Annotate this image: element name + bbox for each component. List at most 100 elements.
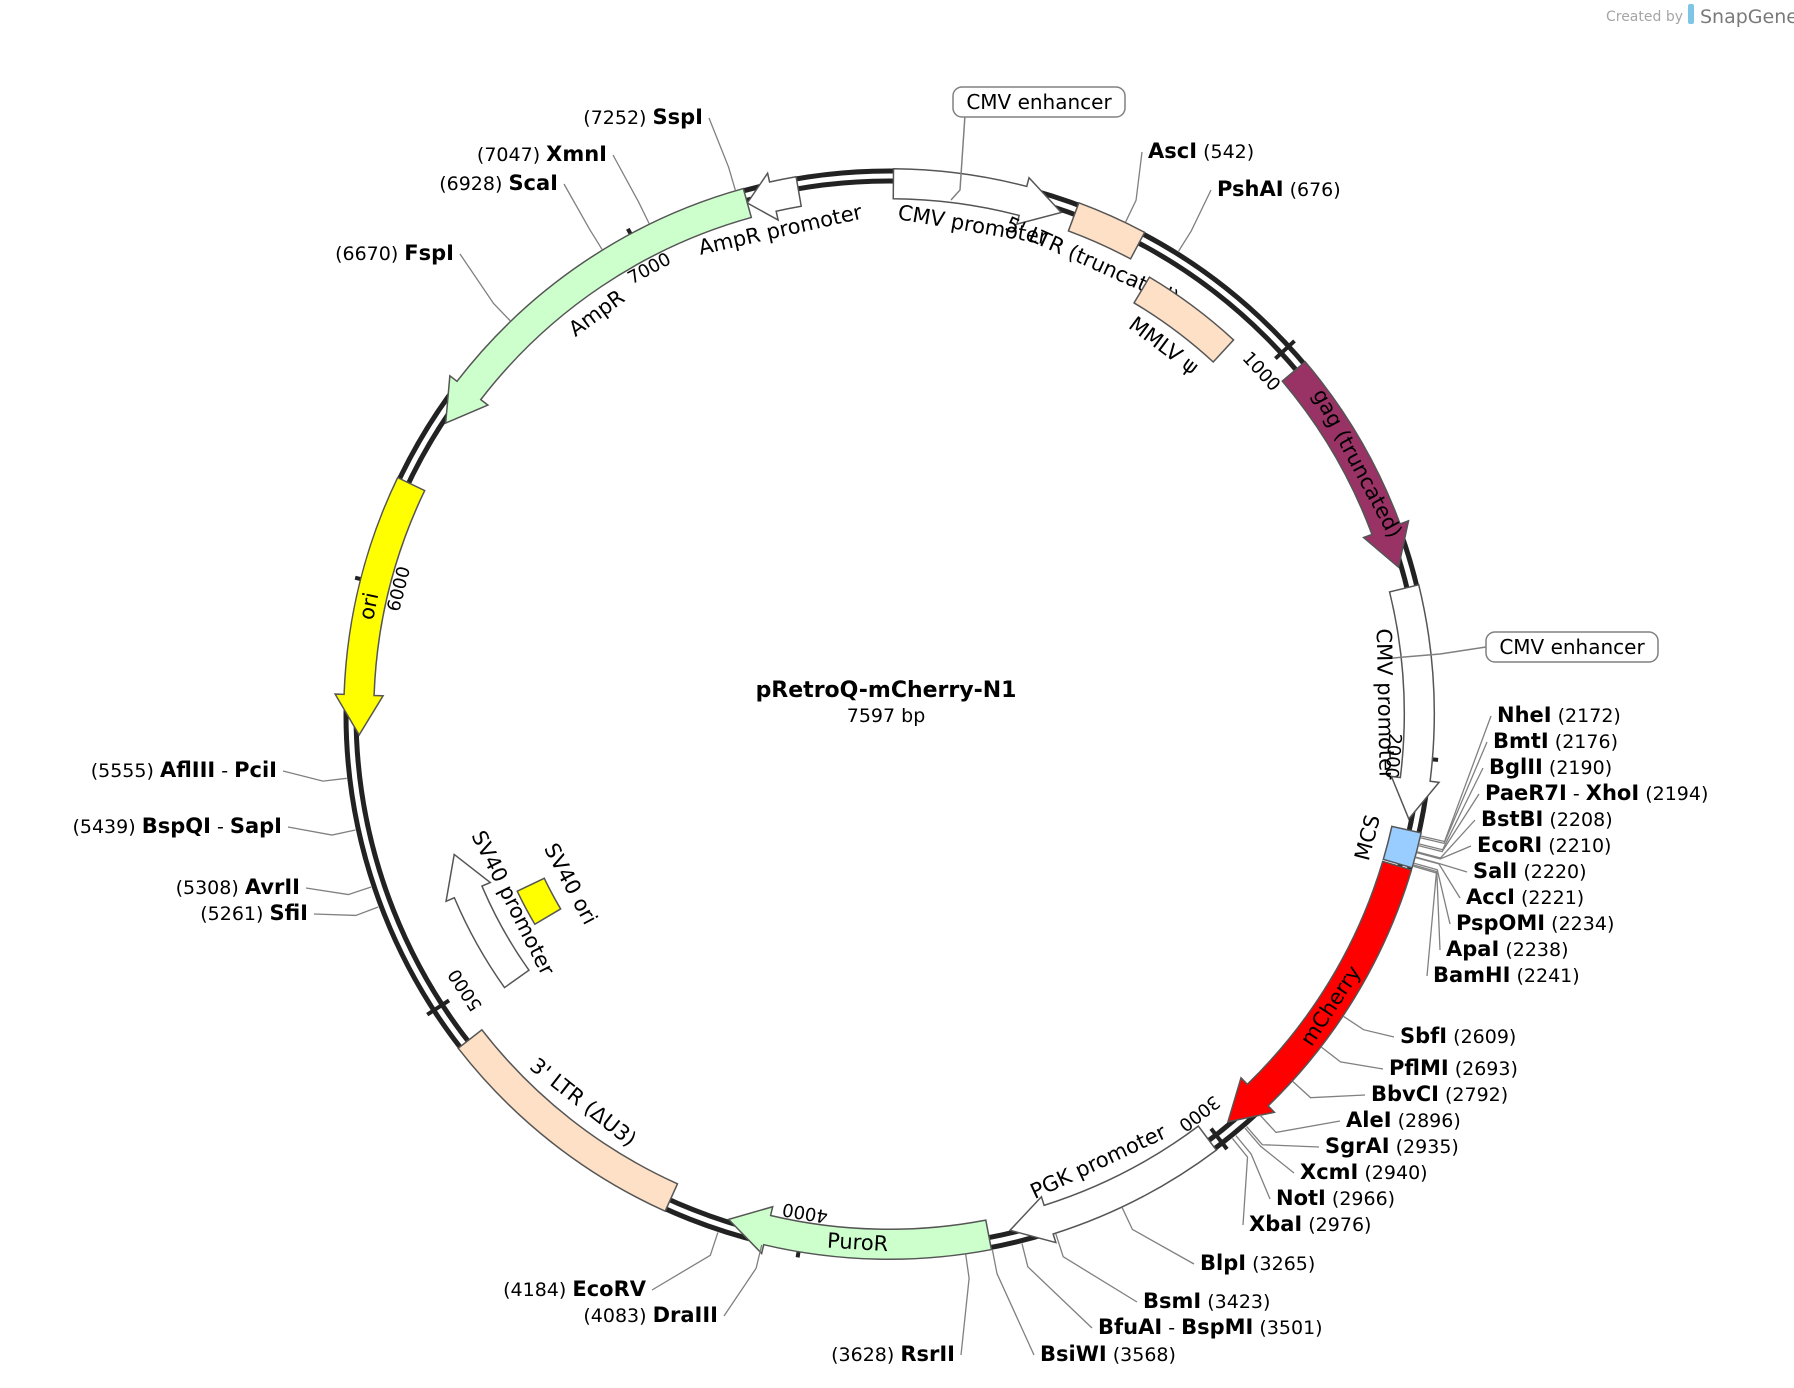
site-position: (7047) bbox=[477, 144, 540, 166]
feature-ltr3[interactable]: 3' LTR (ΔU3) bbox=[457, 1028, 679, 1213]
site-enzyme-name: BsiWI bbox=[1040, 1342, 1107, 1366]
site-enzyme-name: AflIII bbox=[160, 758, 215, 782]
site-nhei[interactable]: NheI (2172) bbox=[1421, 703, 1621, 843]
site-bglii[interactable]: BglII (2190) bbox=[1419, 755, 1612, 851]
site-enzyme-name: BlpI bbox=[1200, 1251, 1246, 1275]
feature-ori[interactable]: ori bbox=[333, 476, 426, 737]
site-leader-line bbox=[1413, 865, 1438, 977]
site-enzyme-name: XmnI bbox=[546, 142, 607, 166]
site-blpi[interactable]: BlpI (3265) bbox=[1121, 1207, 1315, 1275]
site-leader-line bbox=[1178, 189, 1212, 252]
site-enzyme-name: AccI bbox=[1466, 885, 1515, 909]
site-enzyme-name: BbvCI bbox=[1371, 1082, 1439, 1106]
site-fspi[interactable]: (6670) FspI bbox=[335, 241, 511, 322]
site-sali[interactable]: SalI (2220) bbox=[1415, 856, 1587, 883]
site-enzyme-name: ScaI bbox=[508, 171, 558, 195]
site-sfii[interactable]: (5261) SfiI bbox=[200, 901, 379, 925]
site-position: (3628) bbox=[831, 1344, 894, 1366]
site-scai[interactable]: (6928) ScaI bbox=[439, 171, 603, 250]
site-leader-line bbox=[1021, 1243, 1093, 1329]
feature-gag[interactable]: gag (truncated) bbox=[1281, 360, 1410, 569]
feature-shape bbox=[333, 476, 426, 737]
site-label: BlpI (3265) bbox=[1200, 1251, 1315, 1275]
site-label: BamHI (2241) bbox=[1433, 963, 1580, 987]
site-position: (2896) bbox=[1398, 1110, 1461, 1132]
site-label: SalI (2220) bbox=[1473, 859, 1587, 883]
feature-ampr[interactable]: AmpR bbox=[444, 187, 753, 425]
site-enzyme-name: SbfI bbox=[1400, 1024, 1447, 1048]
site-leader-line bbox=[612, 154, 650, 224]
site-enzyme-name: BamHI bbox=[1433, 963, 1510, 987]
site-label: (4083) DraIII bbox=[583, 1303, 718, 1327]
site-xbai[interactable]: XbaI (2976) bbox=[1231, 1138, 1371, 1236]
feature-label: CMV promoter bbox=[1372, 628, 1399, 780]
site-label: AleI (2896) bbox=[1346, 1108, 1461, 1132]
site-noti[interactable]: NotI (2966) bbox=[1235, 1135, 1395, 1210]
site-enzyme-name: AvrII bbox=[245, 875, 300, 899]
callout-cmv-enhancer-2[interactable]: CMV enhancer bbox=[1392, 631, 1659, 663]
site-bamhi[interactable]: BamHI (2241) bbox=[1413, 865, 1580, 987]
site-bbvci[interactable]: BbvCI (2792) bbox=[1292, 1081, 1508, 1106]
site-xcmi[interactable]: XcmI (2940) bbox=[1244, 1127, 1428, 1184]
site-paer7i[interactable]: PaeR7I - XhoI (2194) bbox=[1418, 781, 1709, 853]
site-enzyme-name: PaeR7I bbox=[1485, 781, 1567, 805]
feature-mcs[interactable]: MCS bbox=[1350, 812, 1423, 869]
feature-shape bbox=[727, 1205, 993, 1260]
site-position: (2976) bbox=[1308, 1214, 1371, 1236]
feature-shape bbox=[457, 1028, 679, 1213]
site-leader-line bbox=[960, 1254, 970, 1356]
site-bstbi[interactable]: BstBI (2208) bbox=[1417, 807, 1613, 859]
site-enzyme-name: XbaI bbox=[1249, 1212, 1302, 1236]
site-ecorv[interactable]: (4184) EcoRV bbox=[503, 1232, 719, 1301]
site-pflmi[interactable]: PflMI (2693) bbox=[1321, 1046, 1518, 1080]
site-aflIII[interactable]: (5555) AflIII - PciI bbox=[91, 758, 347, 782]
site-acci[interactable]: AccI (2221) bbox=[1415, 856, 1584, 909]
site-leader-line bbox=[991, 1249, 1035, 1356]
site-rsrii[interactable]: (3628) RsrII bbox=[831, 1254, 970, 1366]
site-sgrai[interactable]: SgrAI (2935) bbox=[1246, 1126, 1459, 1158]
site-enzyme-name: PspOMI bbox=[1456, 911, 1545, 935]
site-alei[interactable]: AleI (2896) bbox=[1259, 1108, 1461, 1134]
feature-shape bbox=[445, 853, 530, 989]
tick-mark bbox=[426, 998, 451, 1017]
site-avrii[interactable]: (5308) AvrII bbox=[176, 875, 372, 899]
site-bmti[interactable]: BmtI (2176) bbox=[1420, 729, 1618, 845]
site-draiii[interactable]: (4083) DraIII bbox=[583, 1244, 763, 1327]
feature-sv40-ori[interactable]: SV40 ori bbox=[516, 839, 602, 929]
site-enzyme-name: SalI bbox=[1473, 859, 1517, 883]
site-label: XcmI (2940) bbox=[1300, 1160, 1428, 1184]
site-sbfi[interactable]: SbfI (2609) bbox=[1343, 1015, 1517, 1048]
callout-cmv-enhancer-1[interactable]: CMV enhancer bbox=[950, 86, 1126, 201]
site-bspqi[interactable]: (5439) BspQI - SapI bbox=[72, 814, 356, 838]
site-leader-line bbox=[723, 1244, 763, 1317]
site-asci[interactable]: AscI (542) bbox=[1125, 139, 1255, 223]
site-label: (7047) XmnI bbox=[477, 142, 607, 166]
feature-pgk-promoter[interactable]: PGK promoter bbox=[1008, 1120, 1218, 1244]
site-apai[interactable]: ApaI (2238) bbox=[1413, 864, 1569, 961]
site-leader-line bbox=[1292, 1081, 1366, 1099]
site-enzyme-name: BfuAI bbox=[1098, 1315, 1162, 1339]
feature-shape bbox=[1388, 583, 1441, 821]
site-enzyme-name: FspI bbox=[404, 241, 454, 265]
site-sspi[interactable]: (7252) SspI bbox=[583, 105, 736, 191]
site-pspomi[interactable]: PspOMI (2234) bbox=[1414, 862, 1614, 935]
site-bsmi[interactable]: BsmI (3423) bbox=[1055, 1233, 1271, 1313]
site-bsiwi[interactable]: BsiWI (3568) bbox=[991, 1249, 1176, 1366]
site-position: (2241) bbox=[1517, 965, 1580, 987]
site-position: (5261) bbox=[200, 903, 263, 925]
site-ecori[interactable]: EcoRI (2210) bbox=[1416, 833, 1611, 860]
site-xmni[interactable]: (7047) XmnI bbox=[477, 142, 650, 224]
site-position: (5439) bbox=[72, 816, 135, 838]
site-leader-line bbox=[1416, 845, 1472, 860]
site-label: EcoRI (2210) bbox=[1477, 833, 1611, 857]
feature-cmv-promoter-2[interactable]: CMV promoter bbox=[1372, 583, 1441, 821]
site-enzyme-name: PflMI bbox=[1389, 1056, 1449, 1080]
site-bfuai[interactable]: BfuAI - BspMI (3501) bbox=[1021, 1243, 1323, 1339]
plasmid-name: pRetroQ-mCherry-N1 bbox=[756, 678, 1017, 703]
site-leader-line bbox=[1321, 1046, 1384, 1070]
feature-shape bbox=[1133, 276, 1235, 364]
site-label: (4184) EcoRV bbox=[503, 1277, 647, 1301]
feature-puror[interactable]: PuroR bbox=[727, 1205, 993, 1260]
site-pshai[interactable]: PshAI (676) bbox=[1178, 177, 1341, 252]
site-label: XbaI (2976) bbox=[1249, 1212, 1371, 1236]
